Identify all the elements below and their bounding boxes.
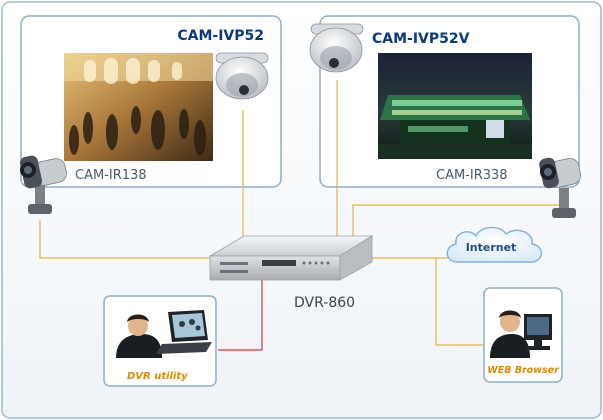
link-internet-browser (435, 258, 484, 346)
internet-cloud-icon (446, 226, 542, 263)
cam-ivp52-label: CAM-IVP52 (177, 28, 264, 44)
station-photo (64, 53, 213, 161)
person-desktop-icon (490, 310, 552, 358)
cam-ir138-label: CAM-IR138 (75, 168, 147, 183)
building-photo (378, 53, 532, 159)
internet-label: Internet (466, 241, 517, 254)
person-laptop-icon (116, 310, 212, 358)
ir-bullet-camera-icon (19, 155, 67, 214)
cam-ivp52v-label: CAM-IVP52V (372, 31, 470, 47)
dvr-label: DVR-860 (294, 295, 355, 311)
link-dvr-utility (218, 280, 263, 351)
ir-bullet-camera-icon (539, 157, 582, 218)
dvr-device-icon (208, 235, 374, 281)
link-ir338-dvr (352, 204, 563, 240)
vandal-dome-camera-icon (309, 23, 364, 73)
link-ir138-dvr (39, 220, 210, 259)
dvr-utility-label: DVR utility (127, 371, 188, 382)
web-browser-panel (483, 287, 563, 383)
web-browser-label: WEB Browser (487, 365, 560, 376)
cam-ir338-label: CAM-IR338 (436, 168, 508, 183)
dome-camera-icon (215, 52, 269, 100)
connection-lines (39, 80, 563, 346)
